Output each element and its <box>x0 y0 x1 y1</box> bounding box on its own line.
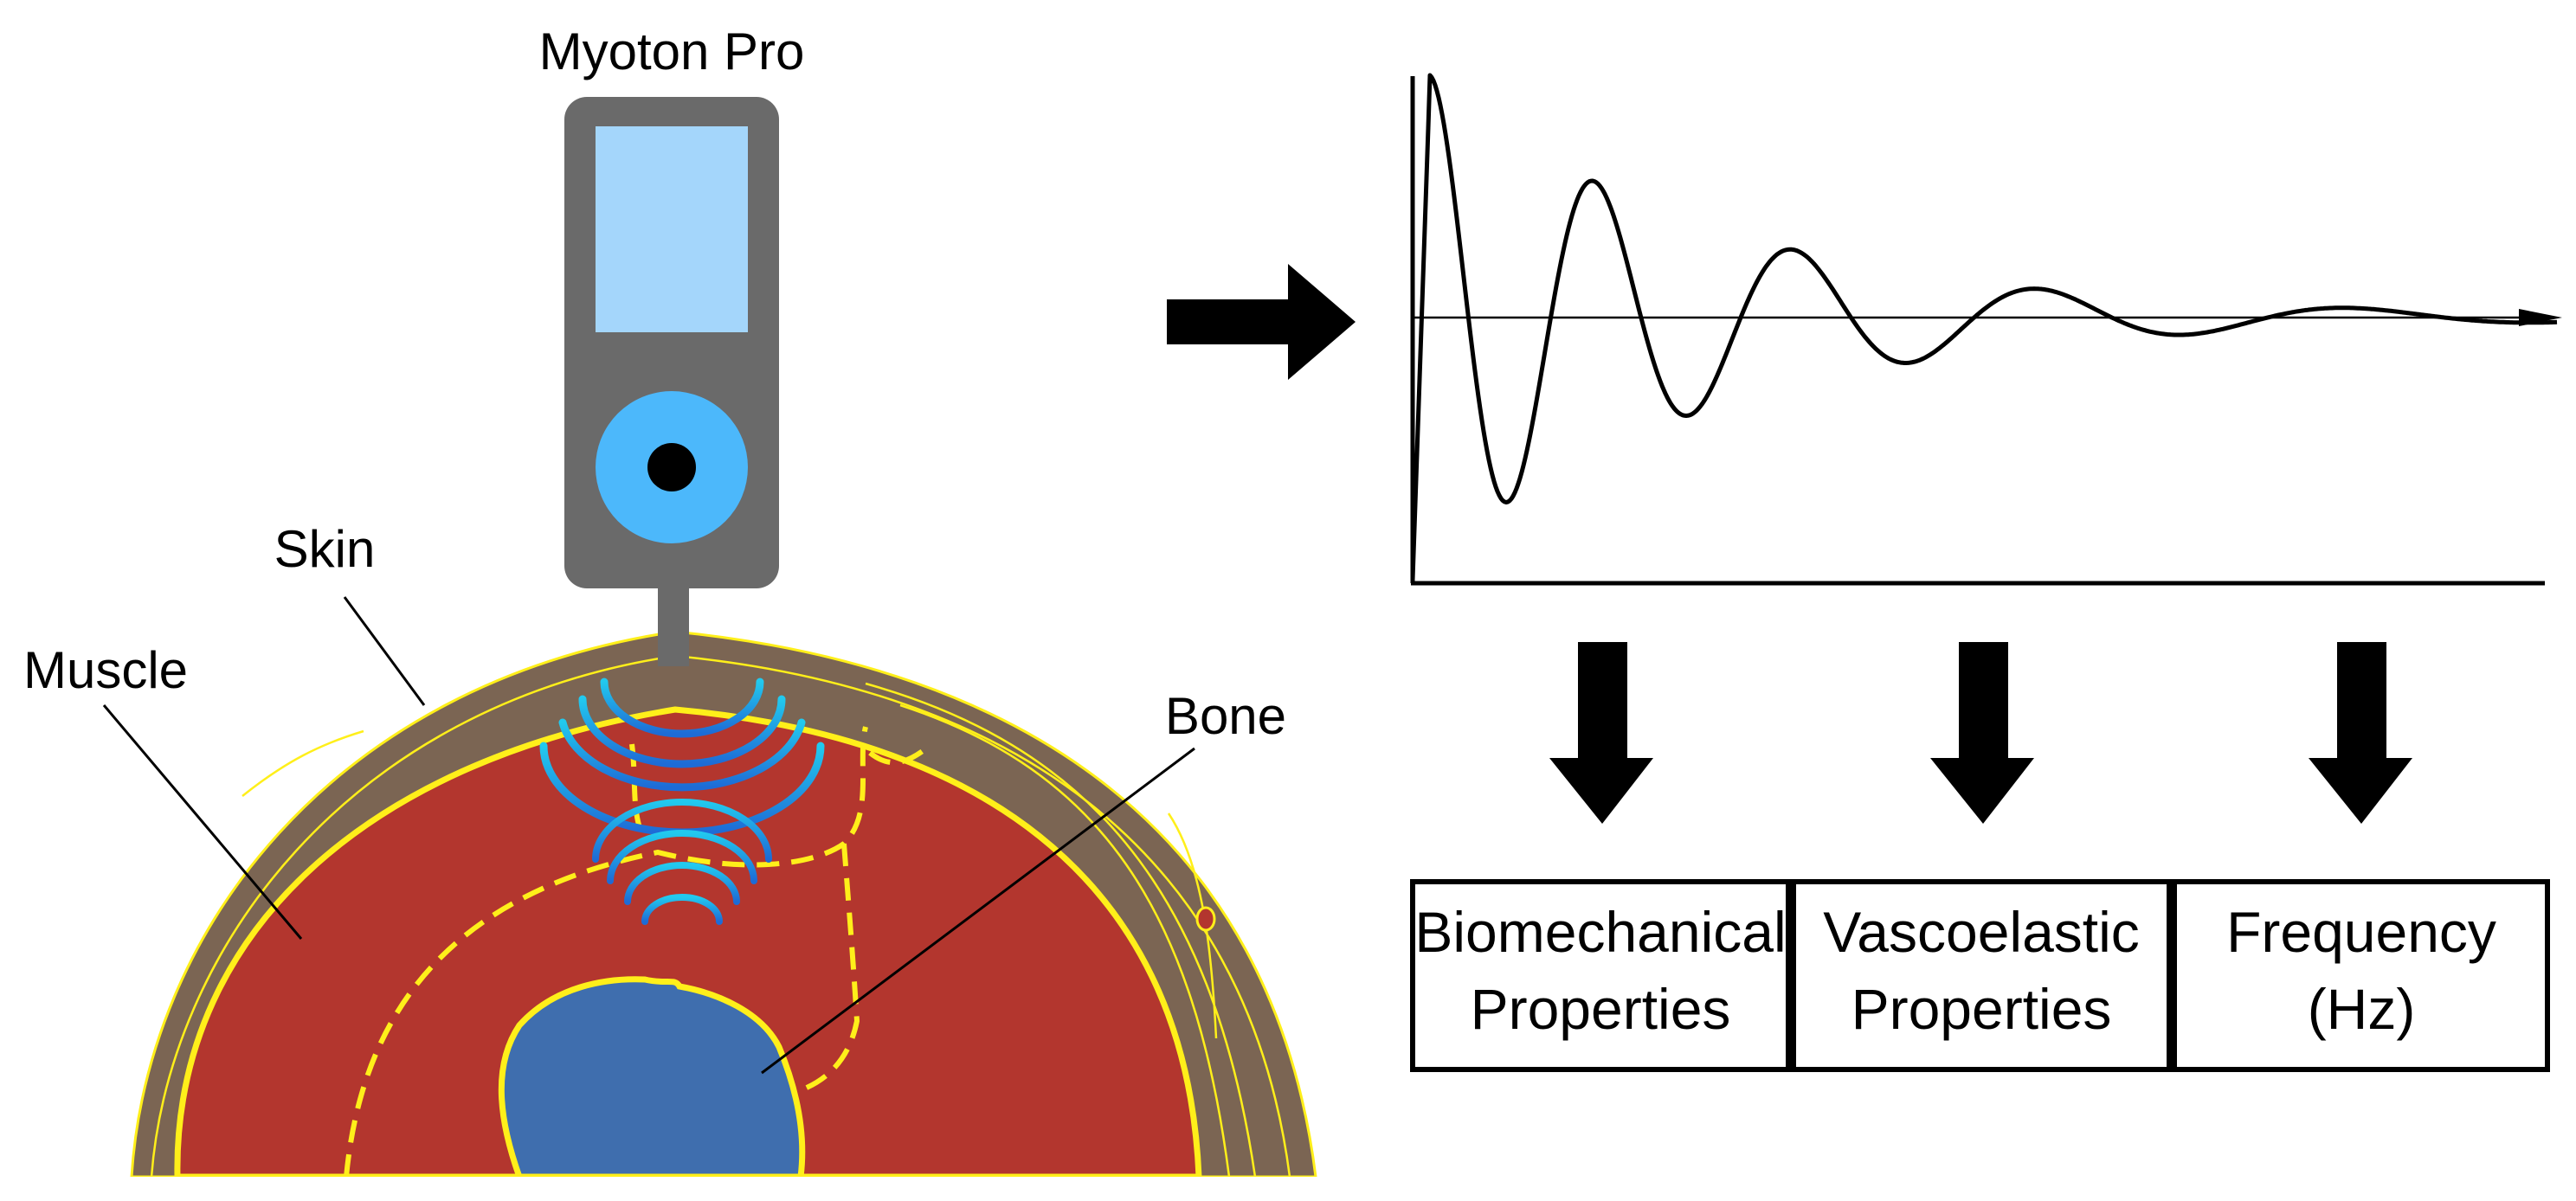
output-box-3 <box>2172 879 2550 1072</box>
skin-vessel <box>1195 906 1216 932</box>
output-box-1 <box>1410 879 1791 1072</box>
leader-lines <box>102 596 1195 1075</box>
output-box-3-line2: (Hz) <box>2308 977 2416 1041</box>
muscle-layer <box>174 706 1202 1177</box>
bone <box>498 976 806 1177</box>
down-arrows <box>1549 642 2412 824</box>
damped-oscillation-curve <box>1410 73 2558 581</box>
bone-label: Bone <box>1165 687 1286 745</box>
down-arrow-3 <box>2309 642 2412 824</box>
output-box-2-line1: Vascoelastic <box>1823 900 2140 964</box>
output-boxes: Biomechanical Properties Vascoelastic Pr… <box>1410 879 2550 1072</box>
arrow-right <box>1167 264 1356 380</box>
output-box-3-line1: Frequency <box>2226 900 2496 964</box>
down-arrow-2 <box>1930 642 2034 824</box>
output-box-2-line2: Properties <box>1852 977 2112 1041</box>
vibration-waves-lower <box>592 799 772 925</box>
device-button-center <box>647 443 696 491</box>
tissue-cross-section <box>130 630 1317 1177</box>
skin-label: Skin <box>274 520 376 578</box>
vibration-waves-upper <box>539 678 825 837</box>
output-box-2 <box>1791 879 2172 1072</box>
device-probe <box>658 580 689 666</box>
down-arrow-1 <box>1549 642 1653 824</box>
device-name-label: Myoton Pro <box>539 22 805 80</box>
output-box-1-line2: Properties <box>1471 977 1731 1041</box>
myoton-device <box>564 97 779 666</box>
oscillation-graph <box>1410 73 2562 586</box>
device-screen <box>596 126 748 332</box>
muscle-label: Muscle <box>23 641 188 699</box>
output-box-1-line1: Biomechanical <box>1414 900 1786 964</box>
